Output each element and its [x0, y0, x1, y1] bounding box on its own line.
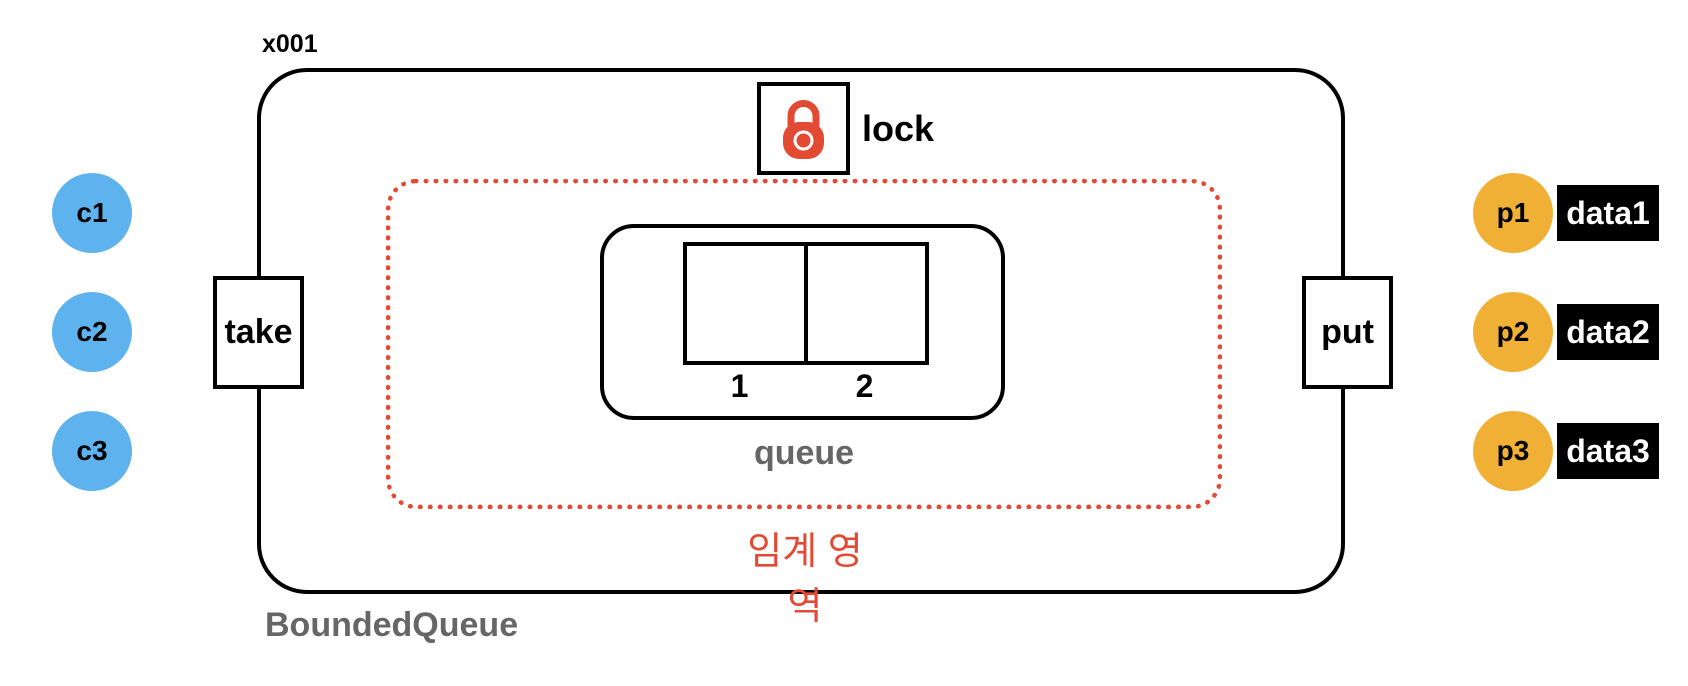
lock-label: lock	[862, 108, 935, 149]
queue-slot-2-label: 2	[855, 368, 874, 404]
lock-box	[757, 82, 850, 175]
put-method: put	[1302, 276, 1393, 389]
consumer-thread-c1: c1	[52, 173, 132, 253]
class-name-label: BoundedQueue	[265, 606, 519, 644]
consumer-thread-c2: c2	[52, 292, 132, 372]
object-address-label: x001	[262, 30, 318, 58]
producer-data-tag: data1	[1557, 185, 1659, 241]
take-method: take	[213, 276, 304, 389]
producer-thread-p3: p3	[1473, 411, 1553, 491]
consumer-thread-c3: c3	[52, 411, 132, 491]
critical-section-boundary	[386, 179, 1222, 509]
queue-slot-2	[804, 242, 929, 365]
producer-data-tag: data2	[1557, 304, 1659, 360]
queue-label: queue	[753, 434, 855, 472]
critical-section-label: 임계 영역	[747, 531, 863, 628]
queue-slot-1	[683, 242, 808, 365]
producer-thread-p2: p2	[1473, 292, 1553, 372]
queue-container	[600, 224, 1005, 420]
producer-thread-p1: p1	[1473, 173, 1553, 253]
padlock-icon	[783, 100, 824, 159]
queue-slot-1-label: 1	[730, 368, 749, 404]
producer-data-tag: data3	[1557, 423, 1659, 479]
